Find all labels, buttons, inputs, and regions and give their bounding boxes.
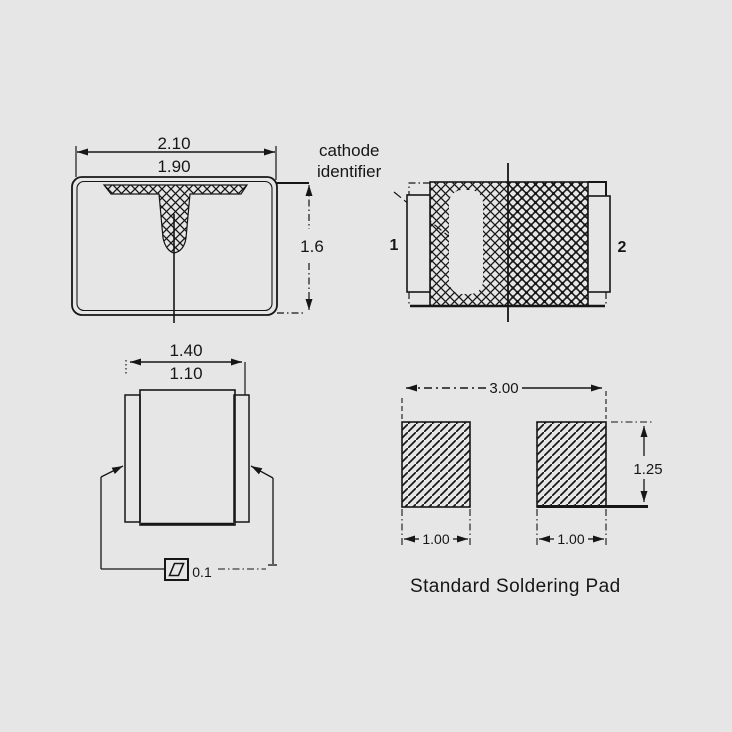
- terminal-1: [406, 194, 431, 293]
- front-height-label: 1.6: [300, 237, 324, 256]
- pad-height-label: 1.25: [633, 461, 662, 478]
- solder-pad-1: [401, 421, 471, 508]
- front-width-min-label: 1.90: [157, 157, 190, 176]
- overall-width-dimension: 3.00: [401, 380, 607, 419]
- side-width-dimension: 1.40 1.10: [125, 341, 246, 395]
- pin-2-label: 2: [618, 239, 627, 256]
- terminal-1-top-edge: [408, 182, 430, 195]
- side-terminal-left: [124, 394, 141, 523]
- cathode-annotation-line1: cathode: [319, 141, 380, 160]
- side-width-max-label: 1.40: [169, 341, 202, 360]
- pad1-width-dimension: 1.00: [401, 509, 471, 548]
- flatness-tolerance-label: 0.1: [192, 564, 212, 580]
- pad-layout-view: 3.00 1.25 1.00 1.00 Standard Sol: [401, 380, 663, 597]
- terminal-2-top-edge: [588, 181, 607, 196]
- top-view: cathode identifier 1 2: [317, 141, 627, 322]
- leader-arrow-right: [250, 465, 274, 479]
- cathode-annotation-line2: identifier: [317, 162, 382, 181]
- pad-layout-caption: Standard Soldering Pad: [410, 576, 621, 597]
- flatness-symbol-icon: [168, 562, 185, 577]
- feature-control-frame: [164, 558, 189, 581]
- front-height-dimension: 1.6: [277, 182, 324, 314]
- front-width-max-label: 2.10: [157, 134, 190, 153]
- side-width-min-label: 1.10: [169, 364, 202, 383]
- pad1-width-label: 1.00: [422, 531, 449, 547]
- side-body: [139, 389, 236, 526]
- leader-arrow-left: [100, 465, 124, 478]
- pin-1-label: 1: [390, 237, 399, 254]
- pad-height-dimension: 1.25: [611, 421, 663, 502]
- front-width-dimension: 2.10 1.90: [75, 134, 277, 180]
- terminal-2: [587, 195, 611, 293]
- side-terminal-right: [233, 394, 250, 523]
- top-body-dense-half: [508, 182, 588, 306]
- front-view: 2.10 1.90 1.6: [71, 134, 324, 323]
- front-anode-slug-section: [102, 184, 249, 254]
- solder-pad-2: [536, 421, 607, 508]
- cathode-identifier-slot: [449, 190, 483, 294]
- overall-width-label: 3.00: [489, 380, 518, 397]
- pad2-width-dimension: 1.00: [536, 509, 607, 548]
- pad2-width-label: 1.00: [557, 531, 584, 547]
- coplanarity-callout: 0.1: [100, 465, 277, 581]
- side-view: 1.40 1.10 0.1: [100, 341, 277, 581]
